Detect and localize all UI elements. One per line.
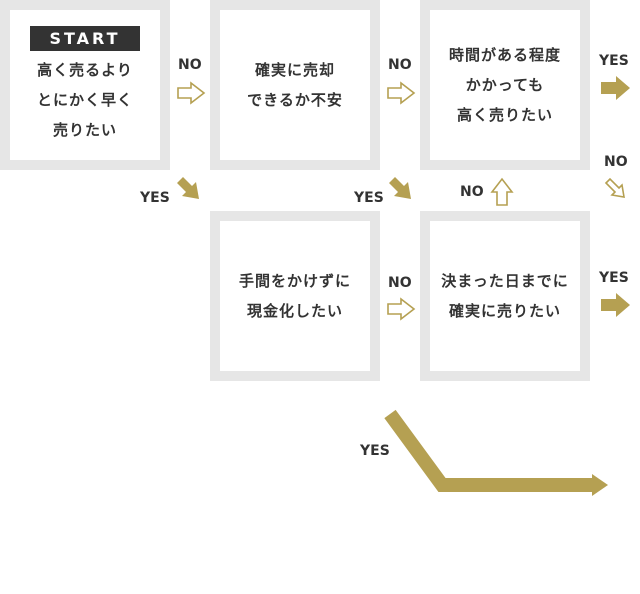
label-no-deadline-up: NO (460, 184, 484, 200)
label-no-cash: NO (388, 275, 412, 291)
start-badge: START (30, 25, 140, 51)
label-yes-secure: YES (354, 190, 384, 206)
no-arrow-start-icon (177, 81, 206, 105)
label-yes-deadline: YES (599, 270, 629, 286)
label-yes-cash: YES (360, 443, 390, 459)
deadline-question: 決まった日までに 確実に売りたい (441, 272, 569, 320)
secure-sale-question: 確実に売却 できるか不安 (247, 61, 343, 109)
label-yes-start: YES (140, 190, 170, 206)
no-arrow-up-icon (490, 177, 514, 206)
flow-box-start: START 高く売るより とにかく早く 売りたい (0, 0, 170, 170)
yes-arrow-deadline-icon (601, 293, 630, 317)
cash-fast-question: 手間をかけずに 現金化したい (238, 272, 351, 320)
label-no-secure: NO (388, 57, 412, 73)
yes-arrow-time-high-icon (601, 76, 630, 100)
start-question: 高く売るより とにかく早く 売りたい (36, 60, 133, 139)
flow-box-secure-sale: 確実に売却 できるか不安 (210, 0, 380, 170)
time-high-question: 時間がある程度 かかっても 高く売りたい (448, 46, 561, 124)
yes-arrow-secure-diagonal-icon (389, 177, 411, 199)
yes-path-arrow-icon (384, 409, 608, 496)
yes-arrow-start-diagonal-icon (177, 177, 199, 199)
label-yes-time-high: YES (599, 53, 629, 69)
no-arrow-diagonal-icon (604, 177, 625, 198)
flow-box-cash-fast: 手間をかけずに 現金化したい (210, 211, 380, 381)
flow-box-time-high: 時間がある程度 かかっても 高く売りたい (420, 0, 590, 170)
flow-box-deadline: 決まった日までに 確実に売りたい (420, 211, 590, 381)
label-no-time-high: NO (604, 154, 628, 170)
no-arrow-cash-icon (387, 297, 416, 321)
no-arrow-secure-icon (387, 81, 416, 105)
label-no-start: NO (178, 57, 202, 73)
